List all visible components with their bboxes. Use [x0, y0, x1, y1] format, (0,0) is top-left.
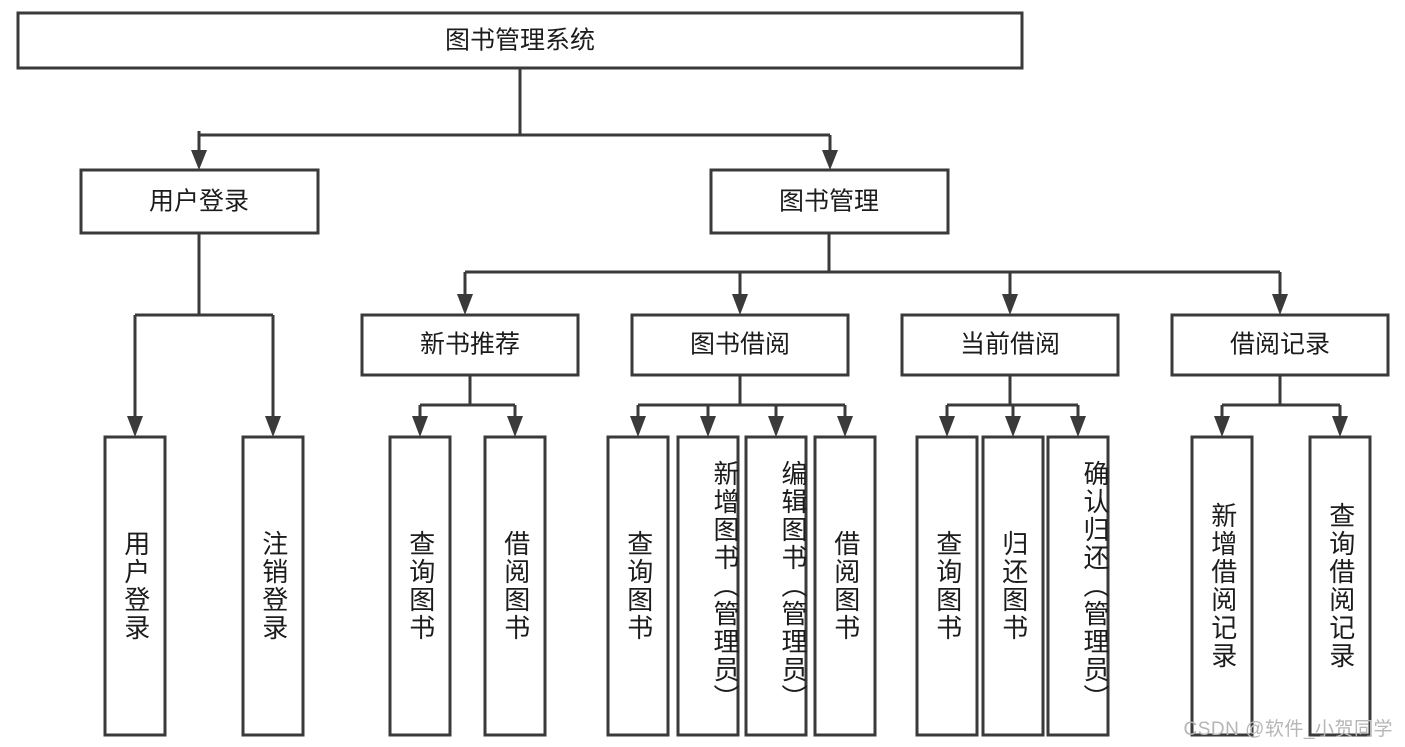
arrow-to-book-borrow	[732, 294, 748, 315]
arrow-bb-leaf-2	[700, 416, 716, 437]
arrow-to-leaf-user-login	[127, 416, 143, 437]
node-book-management[interactable]: 图书管理	[709, 168, 950, 235]
leaf-box-user-login[interactable]	[103, 435, 167, 737]
arrow-bb-leaf-3	[768, 416, 784, 437]
node-current-borrow-label: 当前借阅	[960, 331, 1060, 359]
node-root[interactable]: 图书管理系统	[16, 11, 1024, 70]
arrow-cb-leaf-3	[1070, 416, 1086, 437]
leaf-box-query-borrow-record[interactable]	[1308, 435, 1372, 737]
leaf-box-add-borrow-record[interactable]	[1190, 435, 1254, 737]
arrow-nbr-leaf-2	[507, 416, 523, 437]
node-book-management-label: 图书管理	[779, 188, 879, 216]
node-borrow-record-label: 借阅记录	[1230, 331, 1330, 359]
node-book-borrow[interactable]: 图书借阅	[630, 313, 850, 377]
arrow-to-current-borrow	[1002, 294, 1018, 315]
leaf-box-query-book-bb[interactable]	[606, 435, 670, 737]
arrow-root-to-user-login	[191, 150, 207, 170]
leaf-box-confirm-return-admin[interactable]	[1046, 435, 1110, 737]
node-new-book-recommend-box[interactable]	[360, 313, 580, 377]
watermark-text: CSDN @软件_小贺同学	[1183, 719, 1393, 740]
arrow-root-to-book-mgmt	[822, 150, 838, 170]
node-book-borrow-label: 图书借阅	[690, 331, 790, 359]
arrow-to-new-book-rec	[457, 294, 473, 315]
leaf-box-add-book-admin[interactable]	[676, 435, 740, 737]
leaf-box-logout[interactable]	[241, 435, 305, 737]
arrow-bb-leaf-1	[630, 416, 646, 437]
node-user-login[interactable]: 用户登录	[79, 168, 320, 235]
arrow-cb-leaf-1	[939, 416, 955, 437]
node-new-book-recommend[interactable]: 新书推荐	[360, 313, 580, 377]
arrow-br-leaf-1	[1214, 416, 1230, 437]
node-user-login-label: 用户登录	[149, 188, 249, 216]
node-root-label: 图书管理系统	[445, 27, 595, 55]
node-root-box[interactable]	[16, 11, 1024, 70]
arrow-to-borrow-record	[1272, 294, 1288, 315]
node-borrow-record[interactable]: 借阅记录	[1170, 313, 1390, 377]
leaf-box-query-book-nbr[interactable]	[388, 435, 452, 737]
arrow-cb-leaf-2	[1005, 416, 1021, 437]
leaf-box-borrow-book-bb[interactable]	[813, 435, 877, 737]
arrow-to-leaf-logout	[265, 416, 281, 437]
leaf-box-edit-book-admin[interactable]	[744, 435, 808, 737]
leaf-box-query-book-cb[interactable]	[915, 435, 979, 737]
arrow-nbr-leaf-1	[412, 416, 428, 437]
node-current-borrow[interactable]: 当前借阅	[900, 313, 1120, 377]
leaf-box-borrow-book-nbr[interactable]	[483, 435, 547, 737]
node-new-book-recommend-label: 新书推荐	[420, 331, 520, 359]
arrow-bb-leaf-4	[837, 416, 853, 437]
leaf-box-return-book[interactable]	[981, 435, 1045, 737]
arrow-br-leaf-2	[1332, 416, 1348, 437]
